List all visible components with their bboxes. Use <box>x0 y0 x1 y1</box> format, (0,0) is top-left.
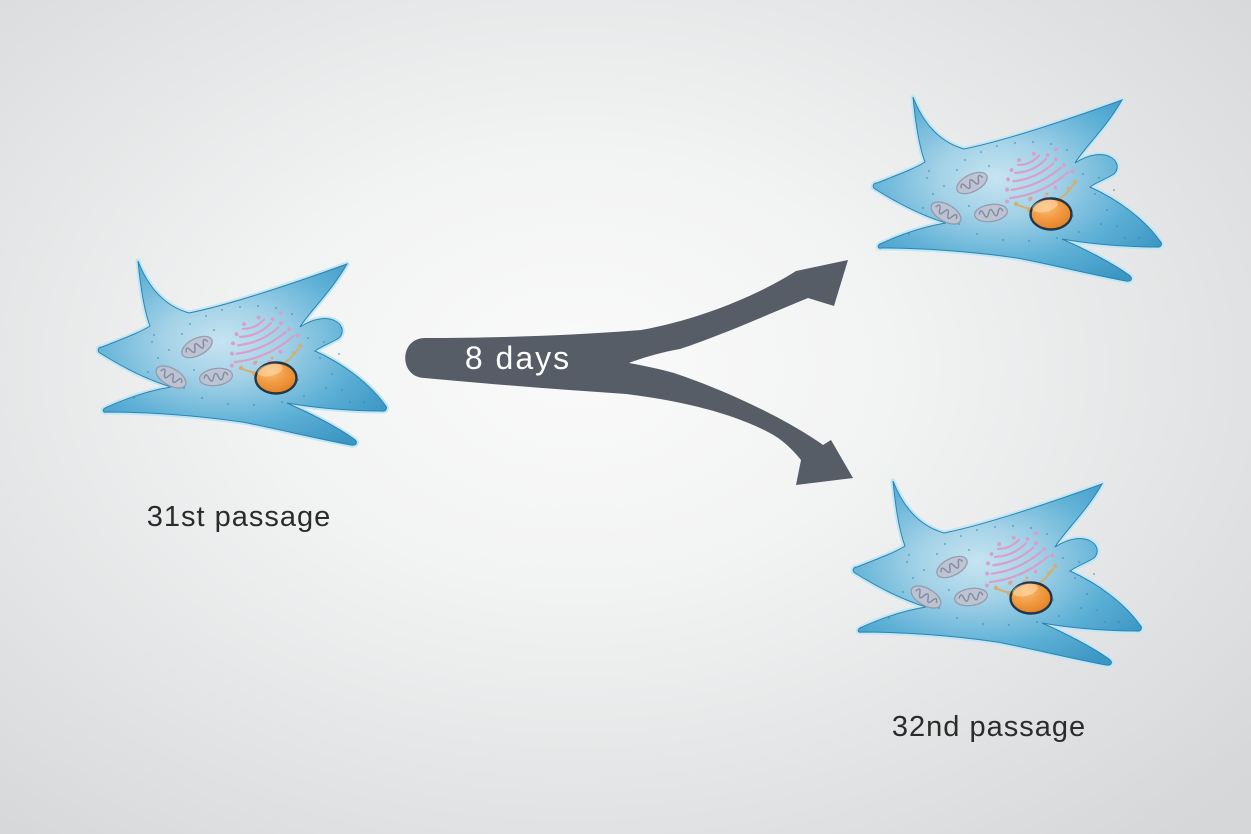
split-arrow: 8 days <box>405 260 853 485</box>
fibroblast-cell-32nd-passage-top <box>869 86 1169 311</box>
arrow-duration-label: 8 days <box>465 340 571 376</box>
label-32nd-passage: 32nd passage <box>891 711 1087 743</box>
label-31st-passage: 31st passage <box>146 501 332 533</box>
fibroblast-cell-31st-passage <box>94 250 394 475</box>
fibroblast-cell-32nd-passage-bottom <box>849 470 1149 695</box>
split-arrow-shape <box>405 260 853 485</box>
